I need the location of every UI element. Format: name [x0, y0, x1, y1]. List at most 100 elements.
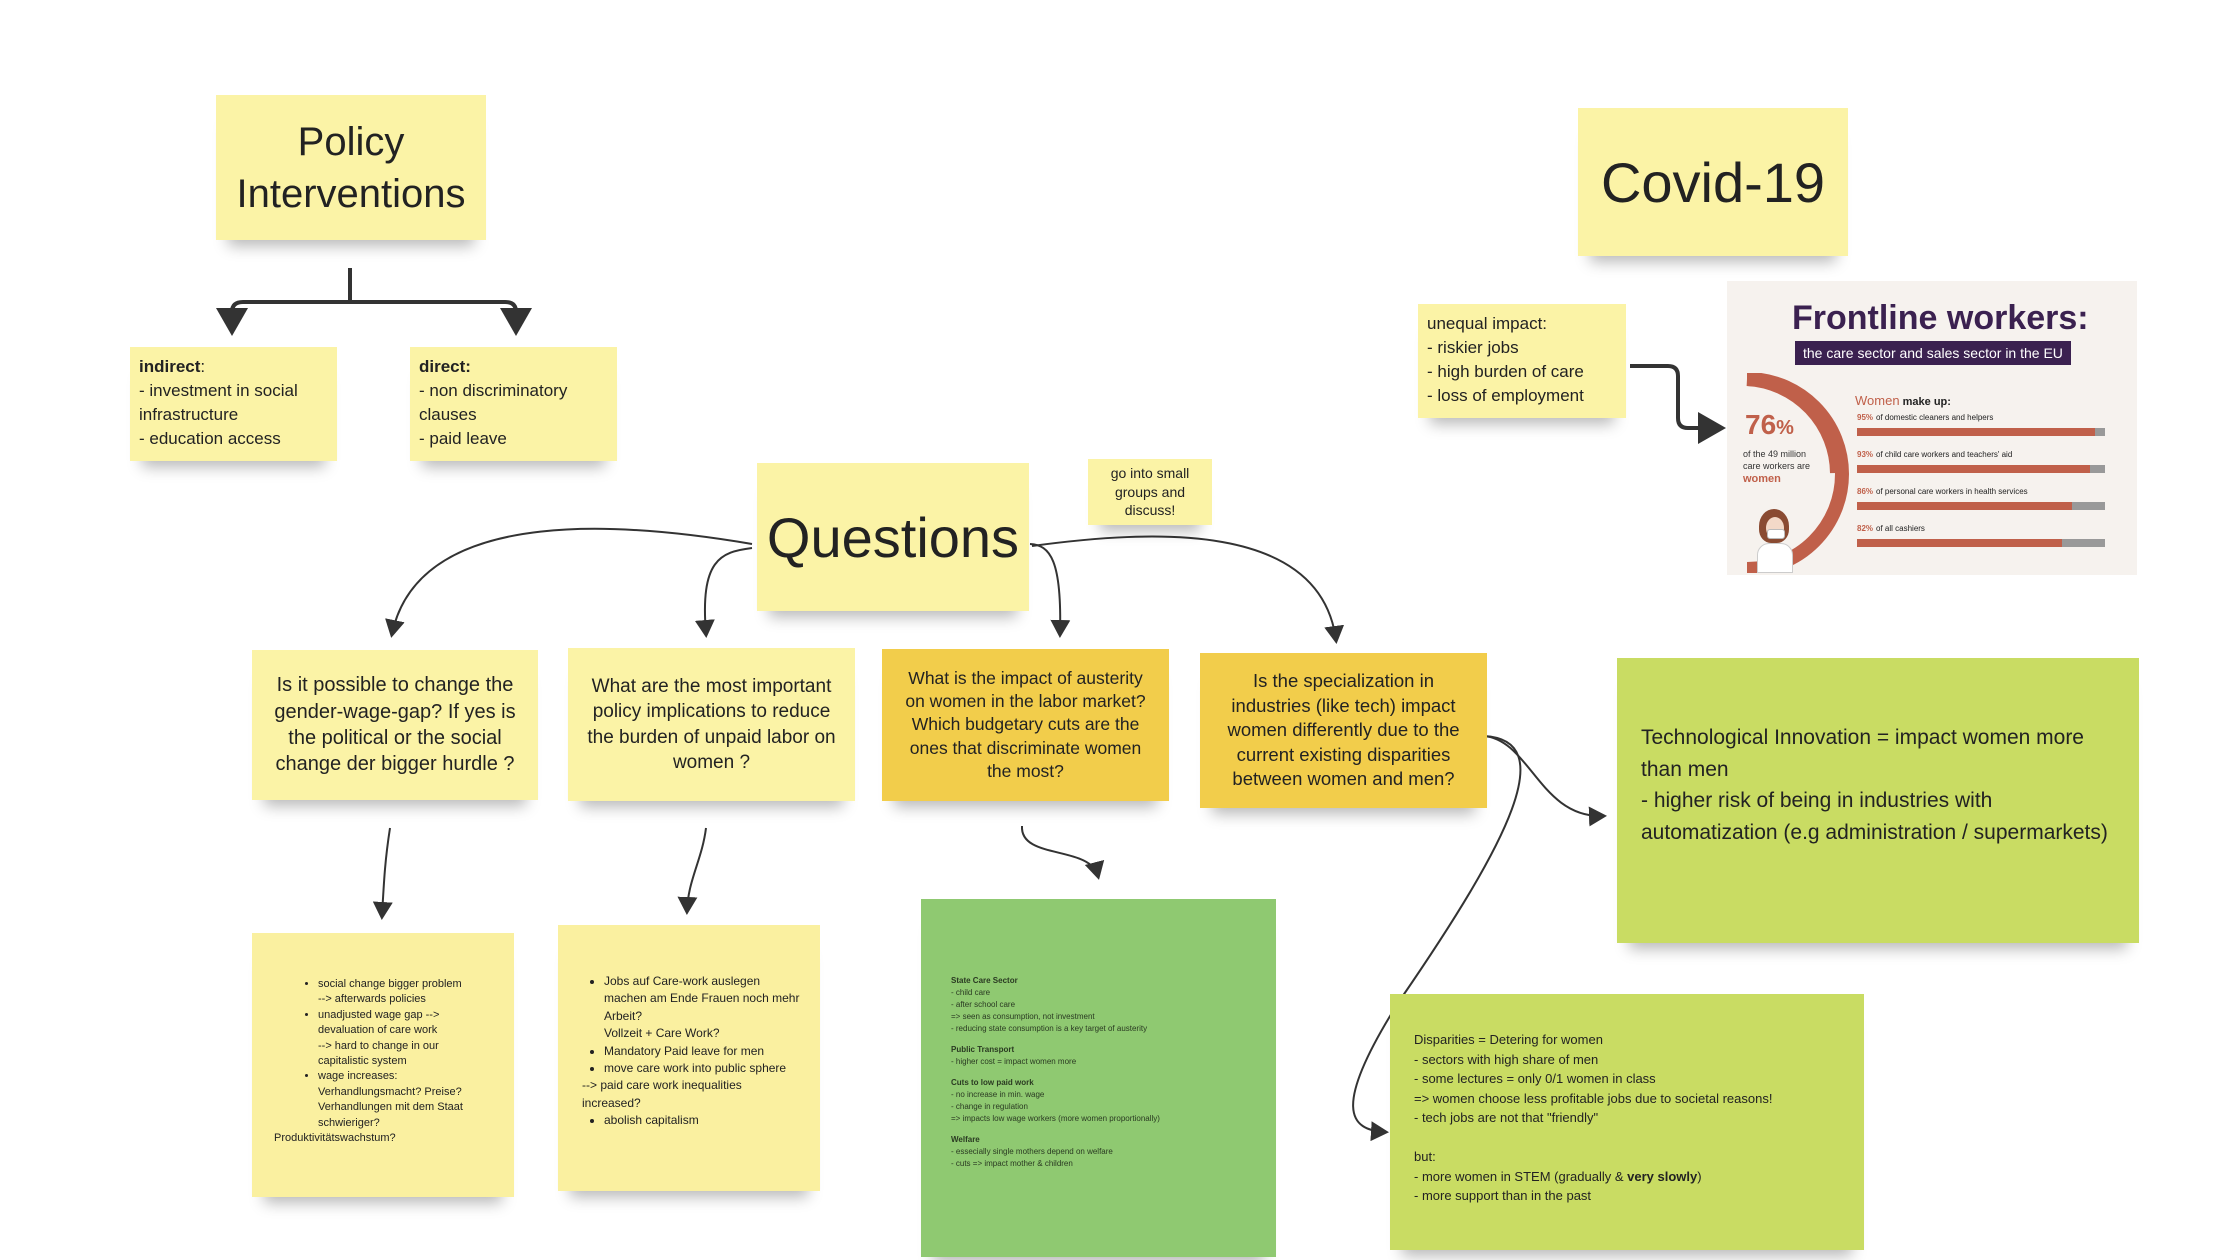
- austerity-section-heading: State Care Sector: [951, 976, 1018, 985]
- women-makeup-label: Women make up:: [1855, 393, 1951, 408]
- arrow-q3-answer: [1020, 825, 1105, 880]
- indirect-policy-note[interactable]: indirect: - investment in social infrast…: [130, 347, 337, 461]
- answer-wage-gap-note[interactable]: social change bigger problem --> afterwa…: [252, 933, 514, 1197]
- policy-tree-connector: [216, 268, 532, 336]
- bar-fill: [1857, 465, 2090, 473]
- frontline-workers-infographic[interactable]: Frontline workers: the care sector and s…: [1727, 281, 2137, 575]
- bar-track: [1857, 465, 2105, 473]
- discuss-note[interactable]: go into small groups and discuss!: [1088, 459, 1212, 525]
- bar-label: of all cashiers: [1876, 524, 1925, 533]
- technological-innovation-note[interactable]: Technological Innovation = impact women …: [1617, 658, 2139, 943]
- answer-2-tail: --> paid care work inequalities increase…: [582, 1078, 742, 1110]
- questions-title-text: Questions: [766, 505, 1020, 569]
- arrow-q4-tech: [1483, 735, 1607, 827]
- make-up-word: make up:: [1902, 396, 1951, 408]
- bar-percentage: 82%: [1857, 524, 1874, 533]
- austerity-section: Public Transport- higher cost = impact w…: [951, 1044, 1252, 1068]
- answer-policy-note[interactable]: Jobs auf Care-work auslegen machen am En…: [558, 925, 820, 1191]
- question-4-text: Is the specialization in industries (lik…: [1227, 670, 1460, 790]
- bar-track: [1857, 539, 2105, 547]
- austerity-line: - essecially single mothers depend on we…: [951, 1147, 1113, 1156]
- bar-label: of personal care workers in health servi…: [1876, 487, 2028, 496]
- unequal-impact-note[interactable]: unequal impact: - riskier jobs - high bu…: [1418, 304, 1626, 418]
- answer-2-item: Mandatory Paid leave for men: [604, 1043, 802, 1060]
- austerity-line: - cuts => impact mother & children: [951, 1159, 1073, 1168]
- infographic-bar-caption: 95%of domestic cleaners and helpers: [1857, 413, 1993, 422]
- austerity-line: - child care: [951, 988, 991, 997]
- arrow-q1-answer: [372, 827, 393, 920]
- arrow-to-q2: [694, 547, 753, 638]
- indirect-body: - investment in social infrastructure - …: [139, 381, 298, 449]
- indirect-heading: indirect: [139, 357, 201, 376]
- answer-1-list: social change bigger problem --> afterwa…: [296, 977, 490, 1131]
- question-gender-wage-gap[interactable]: Is it possible to change the gender-wage…: [252, 650, 538, 800]
- policy-interventions-title[interactable]: Policy Interventions: [216, 95, 486, 240]
- disparities-note[interactable]: Disparities = Detering for women - secto…: [1390, 994, 1864, 1250]
- infographic-bar-row: 93%of child care workers and teachers' a…: [1857, 450, 2117, 487]
- infographic-bar-row: 86%of personal care workers in health se…: [1857, 487, 2117, 524]
- answer-2-list-2: abolish capitalism: [582, 1112, 802, 1129]
- question-specialization[interactable]: Is the specialization in industries (lik…: [1200, 653, 1487, 808]
- stem-bold: very slowly: [1627, 1168, 1698, 1184]
- bar-percentage: 95%: [1857, 413, 1874, 422]
- bar-fill: [1857, 502, 2072, 510]
- infographic-bar-caption: 93%of child care workers and teachers' a…: [1857, 450, 2012, 459]
- arrow-to-q1: [385, 527, 753, 638]
- austerity-line: => impacts low wage workers (more women …: [951, 1114, 1160, 1123]
- questions-title[interactable]: Questions: [757, 463, 1029, 611]
- big-unit: %: [1776, 417, 1794, 439]
- answer-2-item: Jobs auf Care-work auslegen machen am En…: [604, 973, 802, 1043]
- bar-label: of domestic cleaners and helpers: [1876, 413, 1994, 422]
- unequal-impact-arrow: [1630, 364, 1726, 444]
- direct-heading: direct:: [419, 357, 471, 376]
- answer-2-item: abolish capitalism: [604, 1112, 802, 1129]
- austerity-section: Welfare - essecially single mothers depen…: [951, 1134, 1252, 1170]
- austerity-section: State Care Sector - child care - after sch…: [951, 975, 1252, 1035]
- bar-fill: [1857, 539, 2062, 547]
- bar-track: [1857, 428, 2105, 436]
- big-caption-women: women: [1743, 473, 1781, 486]
- bar-track: [1857, 502, 2105, 510]
- woman-figure: [1753, 509, 1793, 573]
- bar-percentage: 93%: [1857, 450, 1874, 459]
- disparities-last: - more support than in the past: [1414, 1188, 1592, 1203]
- infographic-bar-row: 95%of domestic cleaners and helpers: [1857, 413, 2117, 450]
- austerity-section-heading: Welfare: [951, 1135, 980, 1144]
- big-number: 76: [1745, 409, 1777, 440]
- stem-post: ): [1697, 1168, 1702, 1184]
- bar-label: of child care workers and teachers' aid: [1876, 450, 2013, 459]
- question-policy-implications[interactable]: What are the most important policy impli…: [568, 648, 855, 801]
- indirect-colon: :: [200, 357, 206, 376]
- austerity-sections: State Care Sector - child care - after sch…: [951, 975, 1252, 1170]
- austerity-line: - no increase in min. wage: [951, 1090, 1045, 1099]
- bar-percentage: 86%: [1857, 487, 1874, 496]
- covid-title[interactable]: Covid-19: [1578, 108, 1848, 256]
- arrow-q2-answer: [677, 827, 707, 915]
- stem-line: - more women in STEM (gradually & very s…: [1414, 1167, 1840, 1187]
- big-percentage: 76%: [1745, 409, 1794, 441]
- austerity-section-heading: Cuts to low paid work: [951, 1078, 1034, 1087]
- question-2-text: What are the most important policy impli…: [587, 676, 836, 773]
- direct-policy-note[interactable]: direct: - non discriminatory clauses - p…: [410, 347, 617, 461]
- infographic-bar-caption: 86%of personal care workers in health se…: [1857, 487, 2028, 496]
- answer-1-item: social change bigger problem --> afterwa…: [318, 977, 490, 1008]
- austerity-note[interactable]: State Care Sector - child care - after sch…: [921, 899, 1276, 1257]
- policy-title-text: Policy Interventions: [236, 119, 466, 216]
- arrow-to-q4: [1031, 535, 1345, 644]
- bar-fill: [1857, 428, 2095, 436]
- stem-pre: - more women in STEM (gradually &: [1414, 1168, 1628, 1184]
- unequal-impact-text: unequal impact: - riskier jobs - high bu…: [1427, 314, 1584, 406]
- austerity-line: - reducing state consumption is a key ta…: [951, 1024, 1148, 1033]
- infographic-bar-caption: 82%of all cashiers: [1857, 524, 1925, 533]
- discuss-note-text: go into small groups and discuss!: [1110, 464, 1190, 519]
- austerity-line: => seen as consumption, not investment: [951, 1012, 1095, 1021]
- question-austerity[interactable]: What is the impact of austerity on women…: [882, 649, 1169, 801]
- answer-1-item: unadjusted wage gap --> devaluation of c…: [318, 1008, 490, 1070]
- austerity-section: Cuts to low paid work - no increase in mi…: [951, 1077, 1252, 1125]
- austerity-line: - after school care: [951, 1000, 1016, 1009]
- austerity-line: - higher cost = impact women more: [951, 1057, 1077, 1066]
- women-word: Women: [1855, 393, 1900, 408]
- answer-2-list: Jobs auf Care-work auslegen machen am En…: [582, 973, 802, 1077]
- arrow-to-q3: [1029, 543, 1071, 638]
